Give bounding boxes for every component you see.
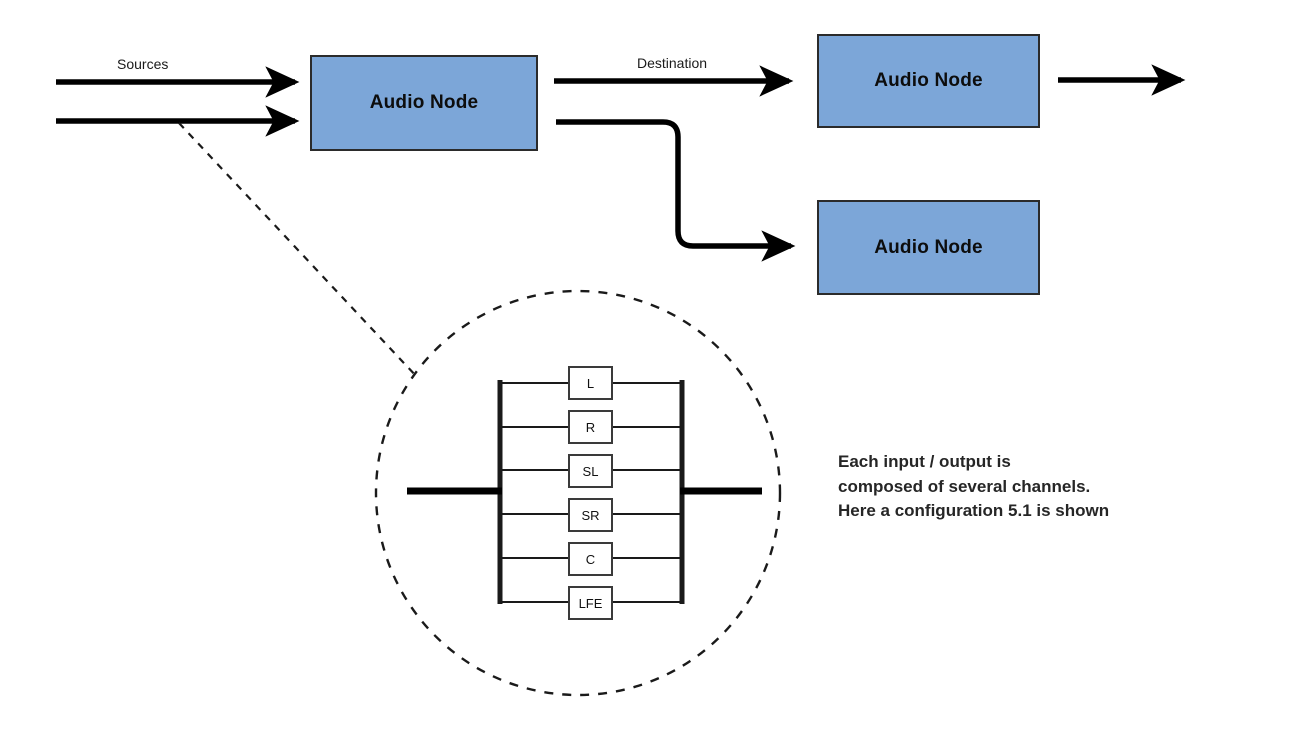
callout-line — [178, 122, 418, 378]
channel-rows — [500, 382, 682, 603]
channel-label-l: L — [586, 375, 595, 391]
audio-node-bottom-right[interactable]: Audio Node — [817, 200, 1040, 295]
channel-label-sr: SR — [581, 507, 600, 523]
channel-label-lfe: LFE — [578, 595, 603, 611]
callout-circle — [374, 289, 782, 697]
destination-label: Destination — [637, 55, 708, 71]
channel-box-sr: SR — [568, 498, 613, 532]
audio-node-main[interactable]: Audio Node — [310, 55, 538, 151]
channel-label-c: C — [585, 551, 596, 567]
channel-box-r: R — [568, 410, 613, 444]
channel-label-r: R — [585, 419, 596, 435]
channel-box-sl: SL — [568, 454, 613, 488]
audio-node-bottom-right-label: Audio Node — [874, 236, 983, 258]
audio-node-top-right-label: Audio Node — [874, 70, 983, 91]
audio-node-main-label: Audio Node — [369, 92, 479, 113]
sources-label: Sources — [117, 56, 169, 72]
channel-label-sl: SL — [582, 463, 599, 479]
channel-note-text: Each input / output is composed of sever… — [838, 452, 1110, 521]
audio-node-top-right[interactable]: Audio Node — [817, 34, 1040, 128]
channel-box-l: L — [568, 366, 613, 400]
channel-box-c: C — [568, 542, 613, 576]
channel-box-lfe: LFE — [568, 586, 613, 620]
branch-elbow-arrow — [556, 119, 796, 262]
